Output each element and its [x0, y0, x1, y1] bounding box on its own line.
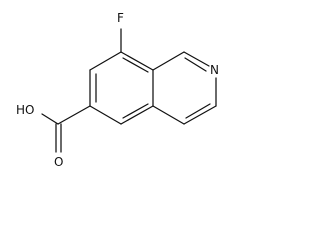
bond-carboxyl-carbon-oh	[41, 113, 59, 125]
bond-c1-n2	[183, 51, 210, 67]
double-bond-c1-n2-inner	[184, 57, 207, 72]
molecule-drawing: F N HO O	[16, 11, 219, 169]
atom-label-nitrogen: N	[210, 63, 219, 77]
bond-c6-carboxyl-carbon	[57, 105, 91, 125]
atom-label-fluorine: F	[117, 11, 124, 25]
bond-c3-c4	[183, 105, 217, 125]
double-bond-c4a-c5-inner	[122, 103, 149, 119]
bond-c4a-c5	[120, 105, 154, 125]
chemical-structure-diagram: F N HO O	[16, 11, 219, 169]
bond-c4-c4a	[152, 105, 185, 125]
atom-label-carbonyl-oxygen: O	[54, 155, 63, 169]
double-bond-c8-c8a-inner	[122, 57, 149, 73]
atom-label-hydroxyl: HO	[16, 103, 34, 117]
bond-c8-c8a	[120, 51, 154, 71]
bond-c8a-c1	[152, 51, 185, 71]
double-bond-c3-c4-inner	[185, 103, 211, 119]
bond-c7-c8	[89, 51, 122, 71]
bond-c5-c6	[89, 105, 122, 125]
